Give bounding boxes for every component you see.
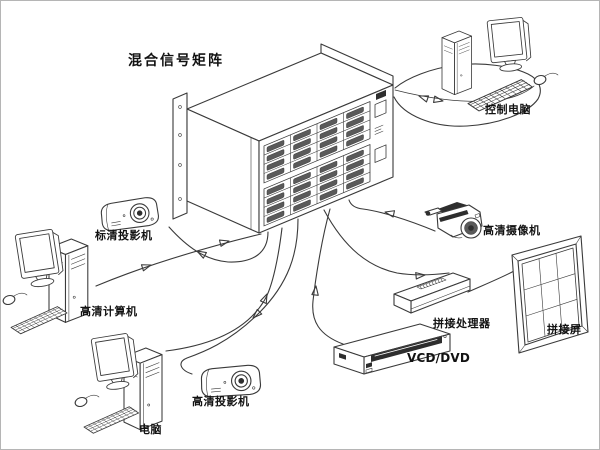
pc-illustration (73, 332, 163, 434)
label-hd-projector: 高清投影机 (192, 395, 250, 408)
label-screen: 拼接屏 (547, 323, 582, 336)
label-hd-computer: 高清计算机 (80, 305, 138, 318)
hd-computer-illustration (1, 227, 89, 335)
label-hd-camera: 高清摄像机 (483, 224, 541, 237)
splicing-processor-illustration (393, 272, 471, 314)
label-pc: 电脑 (139, 423, 162, 436)
splicing-screen-illustration (511, 235, 589, 354)
label-vcd-dvd: VCD/DVD (407, 351, 471, 365)
label-control-pc: 控制电脑 (485, 103, 531, 116)
label-sd-projector: 标清投影机 (95, 229, 153, 242)
sd-projector-illustration (100, 196, 160, 232)
connection-lines (95, 63, 541, 375)
vcd-dvd-illustration (333, 323, 451, 375)
diagram-title: 混合信号矩阵 (128, 53, 224, 69)
label-processor: 拼接处理器 (433, 317, 491, 330)
matrix-switcher-illustration (172, 43, 394, 234)
control-computer-illustration (441, 16, 559, 112)
hd-projector-illustration (200, 363, 262, 399)
hd-camera-illustration (424, 202, 483, 239)
